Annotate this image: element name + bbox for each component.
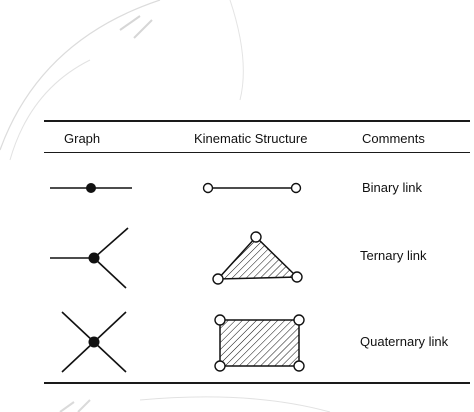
binary-link-icon xyxy=(202,182,302,194)
header-comments: Comments xyxy=(362,131,425,146)
quaternary-link-icon xyxy=(214,314,305,372)
ternary-graph-icon xyxy=(50,227,129,289)
binary-graph-icon xyxy=(50,183,132,193)
table-bottom-rule xyxy=(44,382,470,384)
comment-quaternary-link: Quaternary link xyxy=(360,334,449,349)
comment-binary-link: Binary link xyxy=(362,180,422,195)
ternary-link-icon xyxy=(212,231,303,285)
table-top-rule xyxy=(44,120,470,122)
header-kinematic-structure: Kinematic Structure xyxy=(194,131,308,146)
comment-ternary-link: Ternary link xyxy=(360,248,427,263)
quaternary-graph-icon xyxy=(61,311,127,373)
header-graph: Graph xyxy=(64,131,101,146)
table-header-rule xyxy=(44,152,470,153)
